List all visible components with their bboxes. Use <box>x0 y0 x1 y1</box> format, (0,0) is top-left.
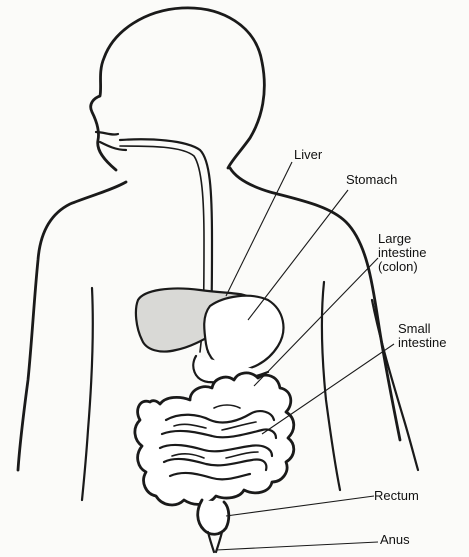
stomach-leader <box>248 190 348 320</box>
head-outline <box>91 8 265 170</box>
small-intestine-label: Small intestine <box>398 322 446 350</box>
anus-label: Anus <box>380 533 410 547</box>
rectum-leader <box>226 496 374 516</box>
stomach-label: Stomach <box>346 173 397 187</box>
torso-left-outline <box>18 182 126 470</box>
rectum <box>198 500 229 534</box>
large-intestine-label: Large intestine (colon) <box>378 232 426 274</box>
liver-label: Liver <box>294 148 322 162</box>
rectum-label: Rectum <box>374 489 419 503</box>
large-intestine <box>135 373 294 505</box>
stomach <box>204 296 283 371</box>
left-arm-inner <box>82 288 93 500</box>
anus-leader <box>216 542 378 550</box>
